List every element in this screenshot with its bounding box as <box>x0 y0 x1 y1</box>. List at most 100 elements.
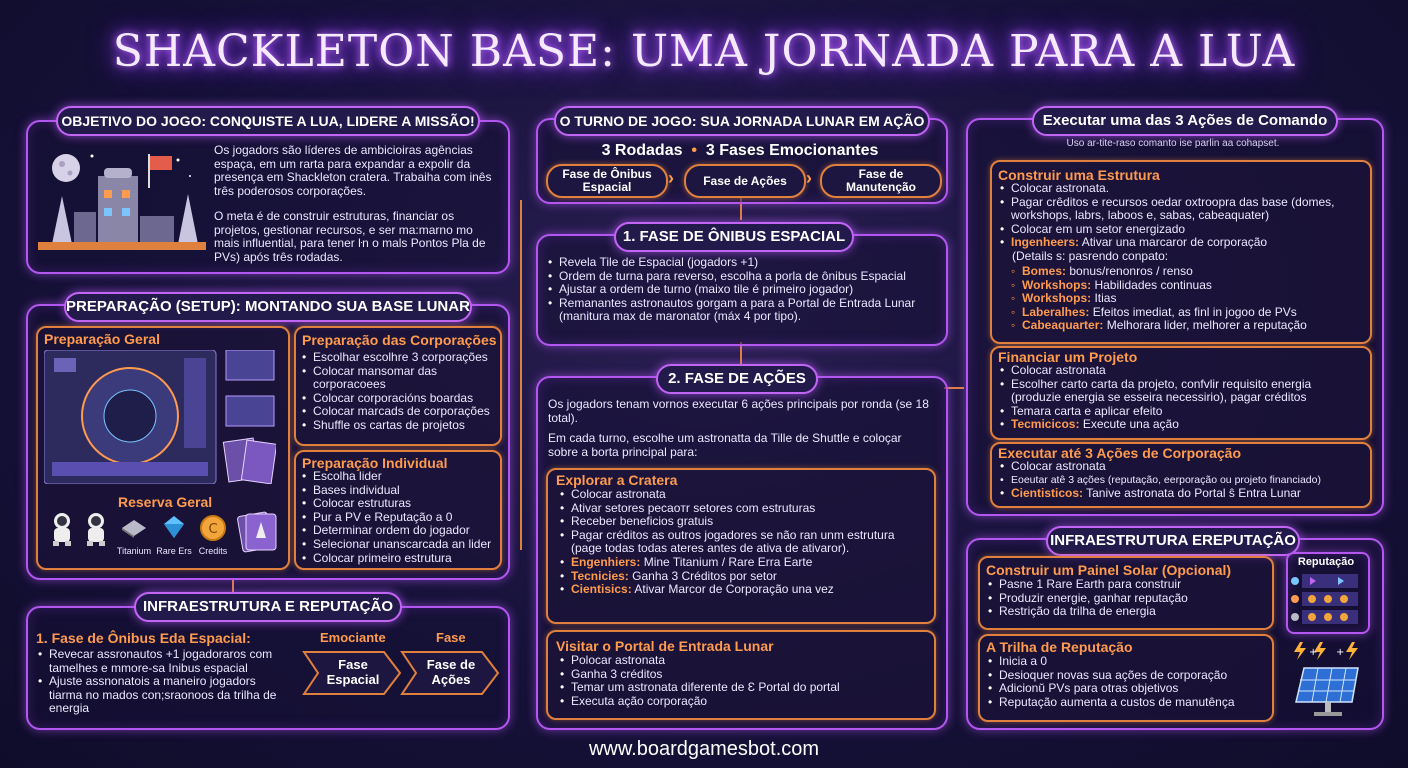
list-item-scientists: Cientisticos: Tanive astronata do Portal… <box>1000 486 1364 501</box>
corp-actions-title: Executar até 3 Ações de Corporação <box>998 445 1242 461</box>
page-title: SHACKLETON BASE: UMA JORNADA PARA A LUA <box>112 26 1296 77</box>
list-item: Pagar crêditos e recursos oedar oxtroopr… <box>1000 195 1364 223</box>
list-item-technicians: Tecmicicos: Execute una ação <box>1000 418 1364 432</box>
list-item: Ordem de turna para reverso, escolha a p… <box>548 269 936 284</box>
individual-setup-list: Escolha lider Bases individual Colocar e… <box>302 469 496 566</box>
reserve-title: Reserva Geral <box>118 494 213 510</box>
project-cards-icon <box>237 511 277 553</box>
footer-url[interactable]: www.boardgamesbot.com <box>588 738 820 760</box>
solar-title: Construir um Painel Solar (Opcional) <box>986 562 1232 578</box>
general-setup-title: Preparação Geral <box>44 331 160 347</box>
titanium-icon <box>122 520 146 538</box>
reserve-label-titanium: Titanium <box>116 546 152 556</box>
role-text: Ganha 3 Créditos por setor <box>628 568 777 583</box>
connector <box>232 578 234 592</box>
list-item: Bomes: bonus/renonros / renso <box>1000 264 1364 279</box>
arrow-right-icon: › <box>668 168 674 188</box>
type-label: Workshops: <box>1022 277 1092 292</box>
list-item: Produzir energie, ganhar reputação <box>988 591 1266 606</box>
arrow-right-icon: › <box>806 168 812 188</box>
list-item: Reputação aumenta a custos de manutênça <box>988 695 1266 710</box>
list-item-engineers: Engenhiers: Mine Titanium / Rare Erra Ea… <box>560 555 926 570</box>
phase-chevron-1 <box>302 651 402 695</box>
list-item: Desioquer novas sua ações de corporação <box>988 668 1266 683</box>
objective-text-1: Os jogadors são líderes de ambicioiras a… <box>214 143 492 198</box>
list-item: Bases individual <box>302 483 496 498</box>
list-item: Polocar astronata <box>560 653 926 668</box>
portal-title: Visitar o Portal de Entrada Lunar <box>556 638 774 654</box>
list-item: Cabeaquarter: Melhorara lider, melhorer … <box>1000 319 1364 333</box>
connector <box>520 200 522 550</box>
list-item: Workshops: Habilidades continuas <box>1000 277 1364 293</box>
type-text: Melhorara lider, melhorer a reputação <box>1103 318 1307 333</box>
individual-setup-title: Preparação Individual <box>302 455 448 471</box>
role-text: Tanive astronata do Portal ŝ Entra Lunar <box>1083 486 1301 501</box>
type-text: bonus/renonros / renso <box>1066 264 1193 278</box>
infra-left-list: Revecar assronautos +1 jogadoraros com t… <box>38 647 290 716</box>
list-item: Colocar primeiro estrutura <box>302 551 496 566</box>
astronaut-icon <box>53 513 71 546</box>
connector <box>740 198 742 220</box>
energy-icon: + + <box>1294 642 1358 660</box>
turn-phases: 3 Fases Emocionantes <box>705 142 879 159</box>
role-label: Cientisics: <box>571 582 632 597</box>
infra-left-subtitle: 1. Fase de Ônibus Eda Espacial: <box>36 630 251 646</box>
flow-col-label-1: Emociante <box>320 630 386 645</box>
list-item: Inicia a 0 <box>988 654 1266 669</box>
list-item-technicians: Tecnicies: Ganha 3 Créditos por setor <box>560 568 926 584</box>
solar-list: Pasne 1 Rare Earth para construir Produz… <box>988 577 1266 619</box>
objective-text-2: O meta é de construir estruturas, financ… <box>214 209 486 264</box>
actions-text-2: Em cada turno, escolhe um astronatta da … <box>548 431 902 459</box>
type-text: Habilidades continuas <box>1091 277 1212 292</box>
list-item: Colocar astronata <box>1000 459 1364 474</box>
corp-setup-title: Preparação das Corporações <box>302 332 497 348</box>
setup-header: PREPARAÇÃO (SETUP): MONTANDO SUA BASE LU… <box>64 292 472 322</box>
build-list: Colocar astronata. Pagar crêditos e recu… <box>1000 181 1364 250</box>
list-item: Ajuste assnonatois a maneiro jogadors ti… <box>38 674 290 716</box>
list-item: Escolha lider <box>302 469 496 484</box>
svg-text:+: + <box>1336 647 1344 658</box>
list-item: Remanantes astronautos gorgam a para a P… <box>548 296 936 324</box>
build-title: Construir uma Estrutura <box>998 167 1160 183</box>
reputation-track-icon <box>1291 574 1358 624</box>
list-item: Ativar setores pecaoтr setores com estru… <box>560 501 926 516</box>
fund-list: Colocar astronata Escolher carto carta d… <box>1000 363 1364 432</box>
reserve-label-rare-earth: Rare Ers <box>156 546 192 556</box>
list-item: Pur a PV e Reputação a 0 <box>302 510 496 525</box>
rare-earth-icon <box>164 516 184 538</box>
type-label: Cabeaquarter: <box>1022 318 1104 333</box>
shuttle-list: Revela Tile de Espacial (jogadors +1) Or… <box>548 255 936 324</box>
list-item: Revela Tile de Espacial (jogadors +1) <box>548 255 936 270</box>
type-text: Efeitos imediat, as finl in jogoo de PVs <box>1089 304 1297 319</box>
list-item: Executa ação corporação <box>560 694 926 709</box>
flow-step-maintenance: Fase de Manutenção <box>820 164 942 198</box>
moon-base-illustration <box>38 154 206 250</box>
fund-title: Financiar um Projeto <box>998 349 1138 365</box>
list-item: Laberalhes: Efeitos imediat, as finl in … <box>1000 304 1364 320</box>
list-item: Restrição da trilha de energia <box>988 605 1266 619</box>
credits-icon: C <box>200 515 226 541</box>
list-item: Colocar mansomar das corporacoees <box>302 364 496 392</box>
flow-step-shuttle: Fase de Ônibus Espacial <box>546 164 668 198</box>
list-item: Adicionŭ PVs para otras objetivos <box>988 682 1266 696</box>
list-item: Colocar astronata <box>1000 363 1364 378</box>
list-item: Colocar corporacións boardas <box>302 391 496 406</box>
actions-header: 2. FASE DE AÇÕES <box>656 364 818 394</box>
dot-separator: • <box>686 142 702 159</box>
list-item: Colocar marcads de corporações <box>302 405 496 419</box>
actions-text-1: Os jogadors tenam vornos executar 6 açõe… <box>548 397 929 425</box>
role-label: Cientisticos: <box>1011 486 1084 501</box>
game-board-illustration <box>44 350 276 484</box>
list-item: Escolher carto carta da projeto, confvli… <box>1000 377 1364 405</box>
list-item-engineers: Ingenheers: Ativar una marcaror de corpo… <box>1000 236 1364 250</box>
phase-chevron-2-label: Fase de Ações <box>426 657 476 687</box>
command-header: Executar uma das 3 Ações de Comando <box>1032 106 1338 136</box>
corp-actions-list: Colocar astronata Eoeutar atê 3 ações (r… <box>1000 459 1364 501</box>
role-text: Ativar Marcor de Corporação una vez <box>631 582 834 597</box>
role-text: Execute una ação <box>1079 417 1179 432</box>
portal-list: Polocar astronata Ganha 3 créditos Temar… <box>560 653 926 709</box>
flow-col-label-2: Fase <box>436 630 466 645</box>
explore-list: Colocar astronata Ativar setores pecaoтr… <box>560 487 926 597</box>
objective-header: OBJETIVO DO JOGO: CONQUISTE A LUA, LIDER… <box>56 106 480 136</box>
explore-title: Explorar a Cratera <box>556 472 678 488</box>
